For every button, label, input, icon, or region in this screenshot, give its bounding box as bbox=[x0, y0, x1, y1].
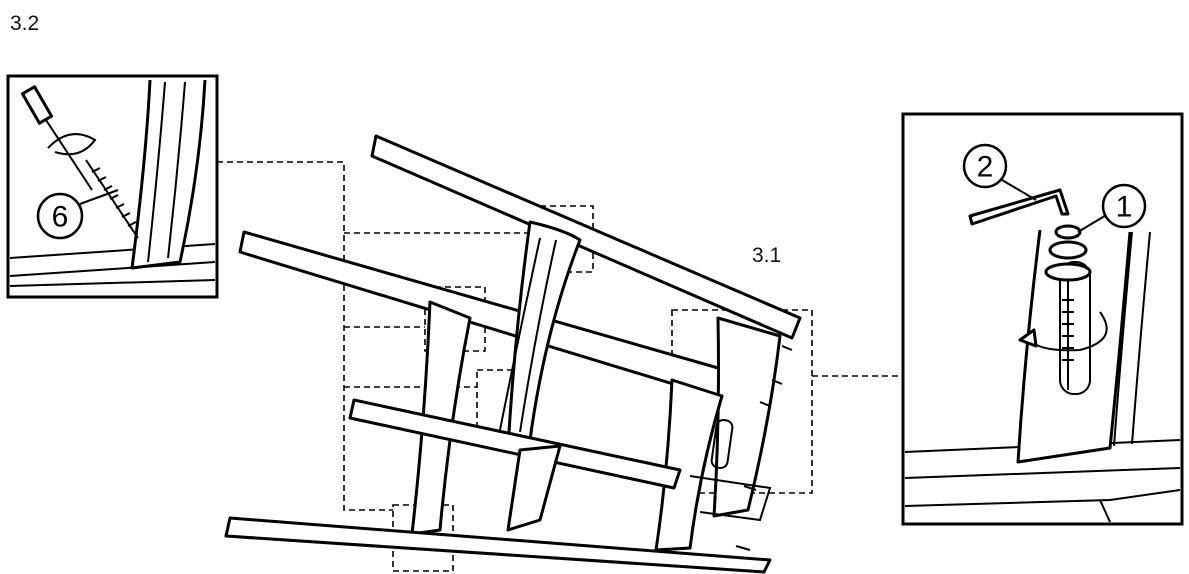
chair-leg-detail-right bbox=[1016, 229, 1132, 464]
callout-circle-screw bbox=[36, 192, 84, 240]
top-rail-front bbox=[238, 230, 762, 410]
rotation-arrow-icon bbox=[47, 133, 97, 156]
bolt-icon bbox=[1044, 224, 1092, 390]
leg-front-right bbox=[654, 378, 724, 552]
detail-panel-bolt: 2 1 bbox=[901, 112, 1184, 526]
stretcher-middle bbox=[348, 398, 682, 490]
hex-key-icon bbox=[968, 188, 1070, 226]
rotation-arrow-icon bbox=[1029, 311, 1108, 352]
step-label-3-2: 3.2 bbox=[10, 12, 40, 35]
screw-icon bbox=[85, 159, 139, 239]
leader-line-hex-key bbox=[1001, 179, 1037, 201]
detail-panel-screw: 6 bbox=[6, 74, 219, 299]
leader-line-bolt bbox=[1077, 213, 1109, 233]
stretcher-support bbox=[506, 444, 562, 532]
connector-main-left bbox=[217, 161, 393, 511]
leg-back-right bbox=[712, 316, 782, 518]
detail-frame-right bbox=[901, 112, 1184, 526]
screwdriver-icon bbox=[20, 85, 93, 191]
leader-line-screw bbox=[79, 189, 119, 205]
callout-circle-hex-key bbox=[962, 143, 1008, 189]
callout-number-bolt: 1 bbox=[1116, 191, 1133, 224]
chair-leg-detail-left bbox=[130, 79, 207, 270]
callout-number-hex-key: 2 bbox=[977, 151, 994, 184]
step-label-3-1: 3.1 bbox=[752, 244, 782, 267]
callout-circle-bolt bbox=[1101, 183, 1147, 229]
detail-frame-left bbox=[6, 74, 219, 299]
top-rail-back bbox=[370, 134, 802, 340]
bolt-slot bbox=[1059, 261, 1091, 395]
bottom-rail bbox=[224, 516, 772, 574]
bolt-slot-main bbox=[710, 419, 734, 469]
chair-assembly bbox=[224, 134, 802, 574]
callout-number-screw: 6 bbox=[52, 201, 69, 234]
